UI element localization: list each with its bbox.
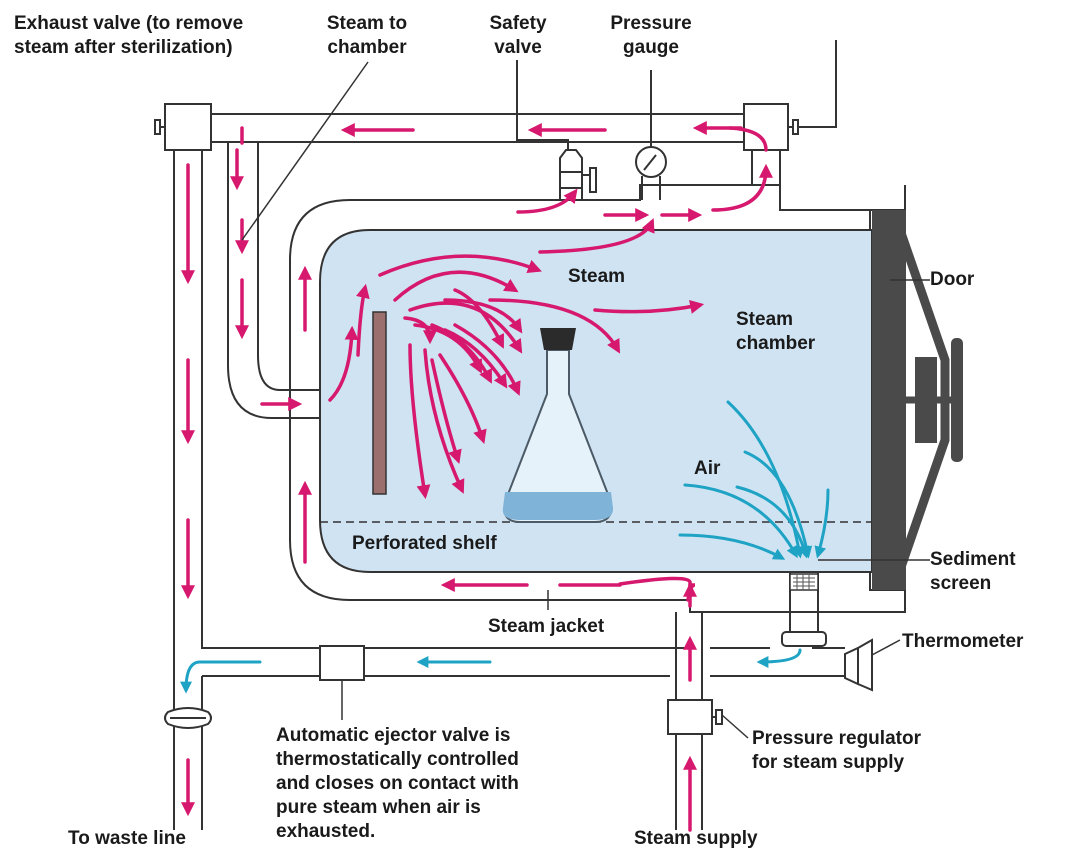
safety-valve-body (559, 149, 597, 193)
label-perforated-shelf: Perforated shelf (352, 533, 497, 554)
thermometer-fitting (781, 631, 827, 647)
label-steam-jacket: Steam jacket (488, 616, 605, 637)
leader-lines (241, 61, 930, 739)
label-thermometer: Thermometer (902, 631, 1024, 652)
steam-to-chamber-pipe (227, 142, 320, 419)
steam-flow-arrows (181, 121, 773, 832)
flask-liquid (502, 492, 614, 520)
label-steam-to-chamber: Steam to chamber (326, 13, 408, 58)
baffle-plate (372, 311, 387, 495)
label-waste-line: To waste line (68, 828, 186, 849)
label-safety-valve: Safety valve (489, 13, 547, 58)
exhaust-valve-body (164, 103, 212, 151)
exhaust-valve-handle-icon (154, 119, 165, 135)
steam-valve-handle-icon (788, 40, 837, 135)
right-riser (751, 150, 781, 185)
label-steam-supply: Steam supply (634, 828, 758, 849)
door (872, 210, 906, 590)
label-pressure-gauge: Pressure gauge (610, 13, 692, 58)
steam-supply-pipe (675, 612, 703, 830)
label-ejector-valve: Automatic ejector valve is thermostatica… (276, 725, 519, 842)
label-air: Air (694, 458, 721, 479)
label-sediment-screen: Sediment screen (930, 549, 1016, 594)
label-steam-chamber: Steam chamber (736, 309, 816, 354)
exhaust-pipe (173, 150, 320, 830)
ejector-valve-body (319, 645, 365, 681)
top-pipe (212, 113, 745, 143)
label-pressure-regulator: Pressure regulator for steam supply (752, 728, 921, 773)
pressure-regulator-body (667, 699, 713, 735)
label-exhaust-valve: Exhaust valve (to remove steam after ste… (14, 13, 244, 58)
label-door: Door (930, 269, 975, 290)
regulator-knob-icon (712, 709, 723, 725)
air-flow-arrows (180, 400, 830, 694)
label-steam: Steam (568, 266, 626, 287)
door-wheel-icon (951, 338, 963, 462)
thermometer-icon (844, 638, 873, 692)
waste-coupling-icon (164, 707, 212, 729)
drain-line (202, 647, 845, 677)
flask-stopper (540, 328, 576, 350)
